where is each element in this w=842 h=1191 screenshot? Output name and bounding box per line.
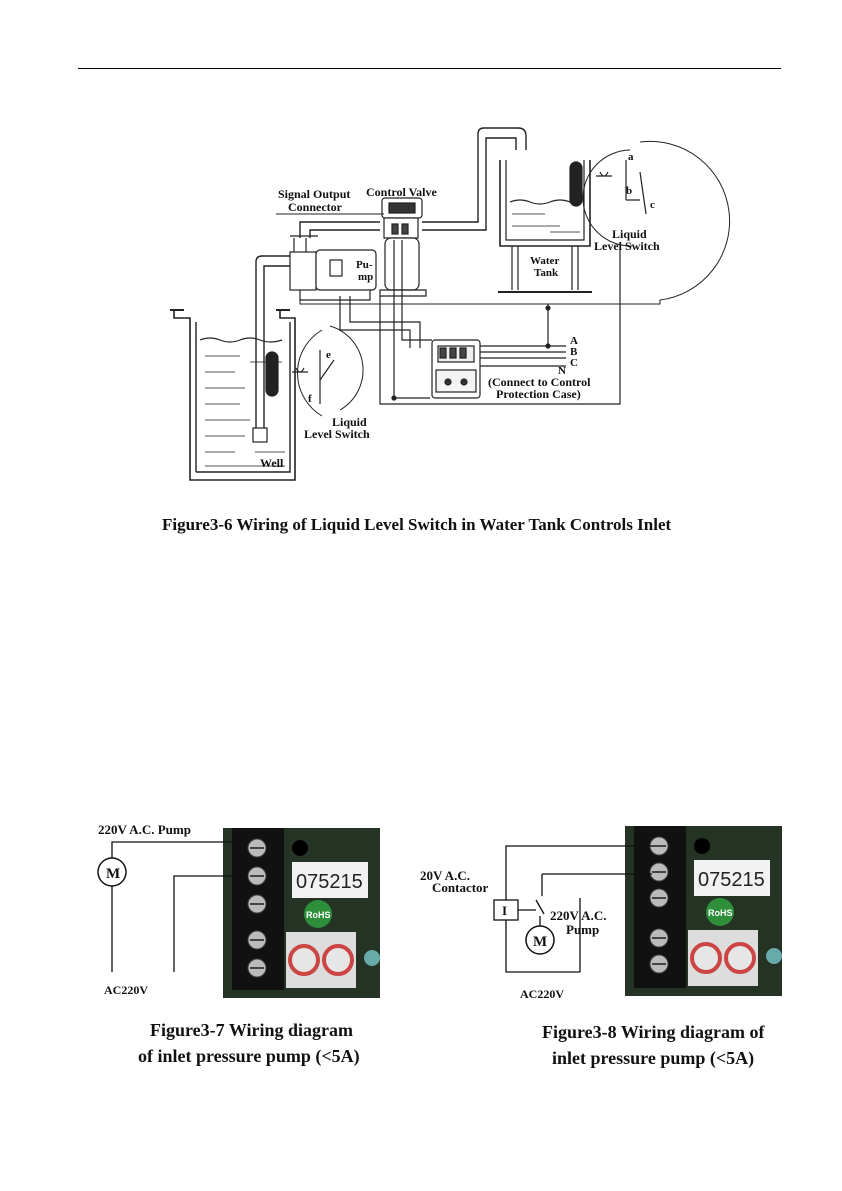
pump-label-right-1: 220V A.C. [550,908,606,923]
ac-label-right: AC220V [520,987,564,1001]
label-pump-2: mp [358,271,373,283]
contactor-label-1: 20V A.C. [420,868,470,883]
figure3-8-caption-1: Figure3-8 Wiring diagram of [542,1022,765,1042]
relay-label: I [502,903,507,918]
figure3-6-caption: Figure3-6 Wiring of Liquid Level Switch … [162,515,672,534]
motor-left-label: M [106,866,120,882]
label-a: a [628,151,634,163]
label-signal-output: Signal Output [278,187,350,201]
pcb-code-right: 075215 [698,869,765,891]
pcb-code-left: 075215 [296,871,363,893]
rohs-right: RoHS [708,908,733,918]
figure3-7-diagram: 075215 RoHS M 220V A.C. Pump AC220V [97,822,380,998]
label-liquid-top: Liquid [612,227,647,241]
terminal-screws-left [247,838,267,978]
label-A: A [570,335,578,347]
pcb-board-right: 075215 RoHS [625,826,782,996]
well [170,309,296,481]
well-level-switch [265,325,364,417]
contactor [431,339,481,399]
label-f: f [308,393,312,405]
figure3-7-caption-1: Figure3-7 Wiring diagram [150,1020,354,1040]
header-rule [78,68,781,69]
contactor-label-2: Contactor [432,880,489,895]
label-connector: Connector [288,200,343,214]
ac-label-left: AC220V [104,983,148,997]
relay-box [493,899,519,921]
figure3-8-caption-2: inlet pressure pump (<5A) [552,1048,755,1068]
label-c: c [650,199,655,211]
label-N: N [558,365,566,377]
tank-level-switch [569,140,731,301]
figure3-8-diagram: 075215 RoHS I M 20V A.C. Contactor 220V … [420,826,782,1001]
label-b: b [626,185,632,197]
label-pump-1: Pu- [356,259,373,271]
label-C: C [570,357,578,369]
label-level-switch-bottom: Level Switch [304,427,370,441]
label-water: Water [530,255,559,267]
label-level-switch-top: Level Switch [594,239,660,253]
figure3-7-caption-2: of inlet pressure pump (<5A) [138,1046,360,1066]
label-control-valve: Control Valve [366,185,437,199]
label-B: B [570,346,578,358]
terminal-screws-right [649,836,669,974]
motor-left [97,857,127,887]
control-valve [379,197,427,297]
pump-label-left: 220V A.C. Pump [98,822,191,837]
pcb-board-left: 075215 RoHS [223,828,380,998]
label-liquid-bottom: Liquid [332,415,367,429]
figure3-6-diagram: Signal Output Connector Control Valve Pu… [170,127,731,481]
motor-right-label: M [533,934,547,950]
pump [289,235,377,301]
label-well: Well [260,456,284,470]
water-tank [498,160,592,293]
pump-label-right-2: Pump [566,922,599,937]
label-e: e [326,349,331,361]
label-connect-2: Protection Case) [496,387,581,401]
rohs-left: RoHS [306,910,331,920]
label-tank: Tank [534,267,559,279]
motor-right [525,925,555,955]
label-connect-1: (Connect to Control [488,375,591,389]
